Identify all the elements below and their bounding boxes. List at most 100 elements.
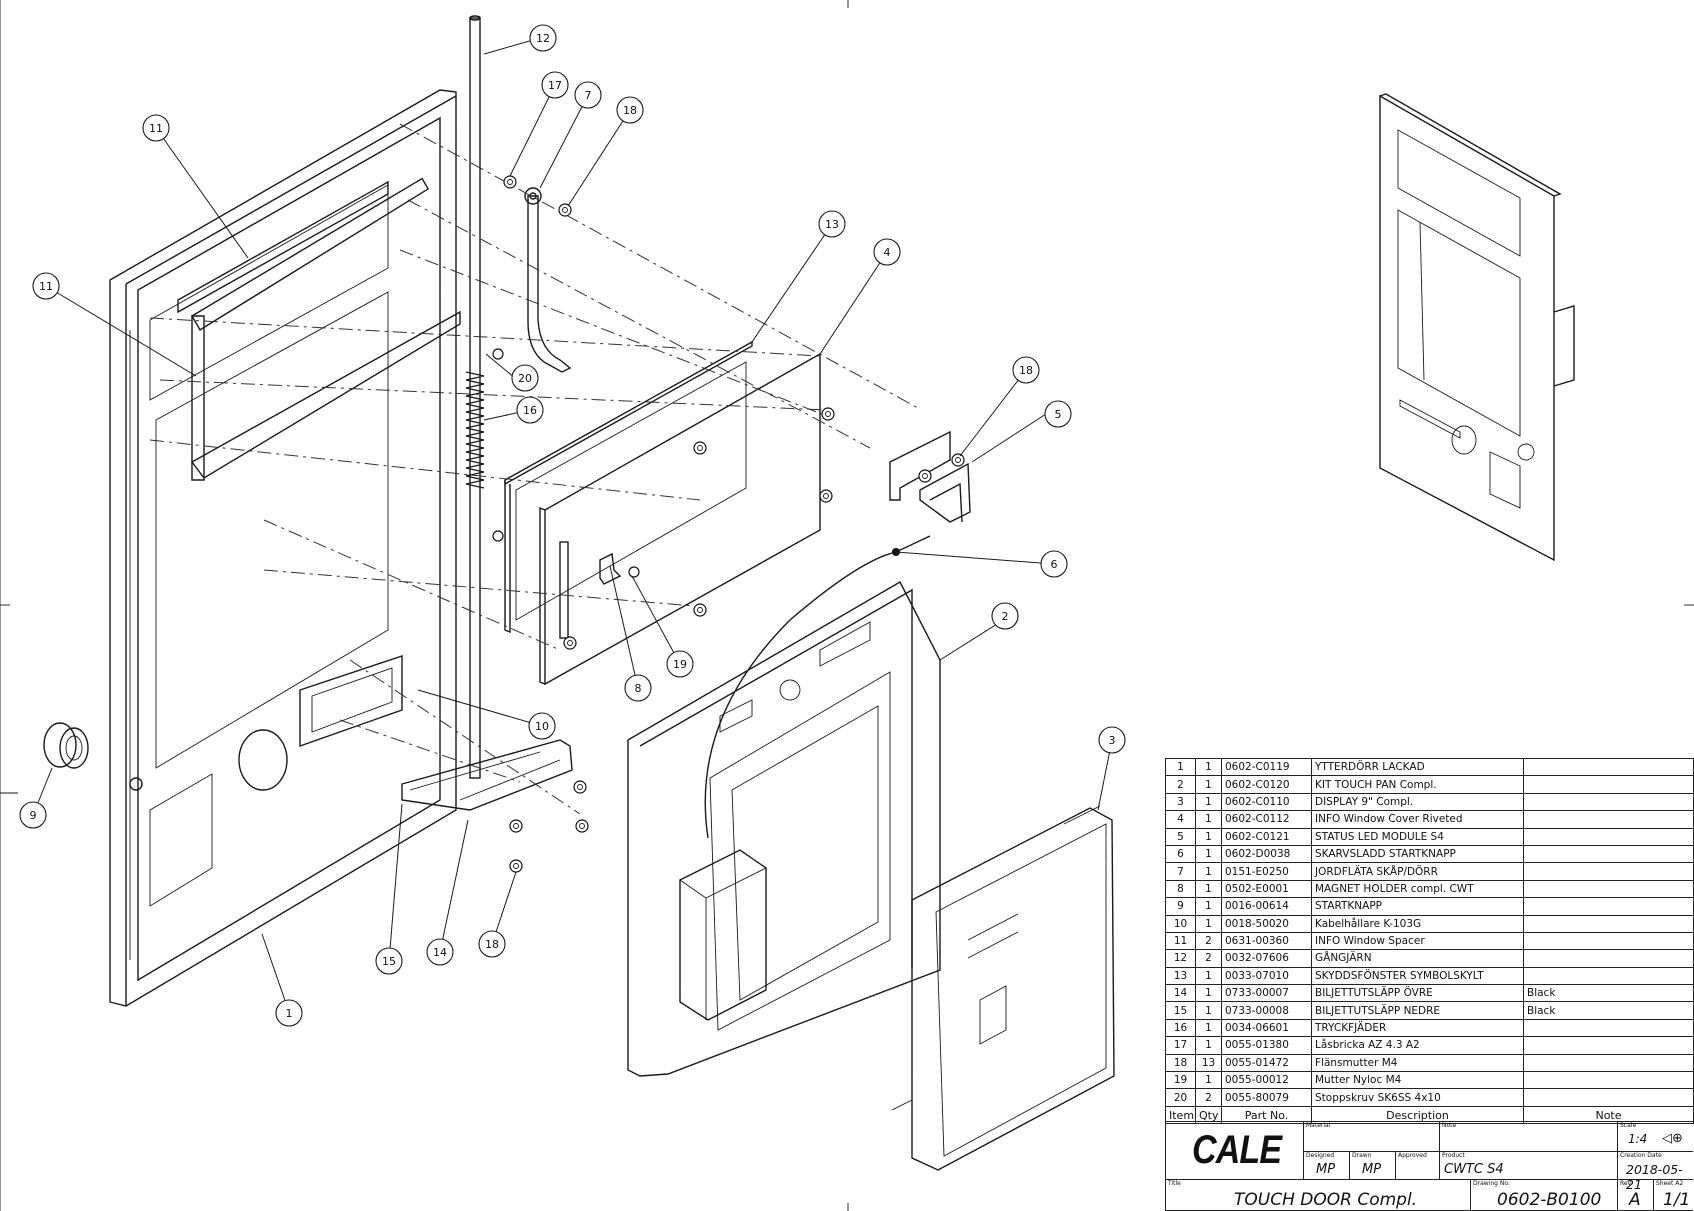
svg-text:20: 20 bbox=[518, 372, 532, 385]
title-block: CALE Material Note Scale 1:4 ◁⊕ Designed… bbox=[1165, 1121, 1693, 1211]
balloon-19: 19 bbox=[666, 650, 694, 678]
bom-qty: 1 bbox=[1195, 827, 1222, 846]
bom-part-no: 0055-80079 bbox=[1221, 1088, 1312, 1107]
bom-qty: 1 bbox=[1195, 775, 1222, 794]
bom-description: Stoppskruv SK6SS 4x10 bbox=[1311, 1088, 1524, 1107]
bom-item: 7 bbox=[1165, 862, 1196, 881]
bom-qty: 1 bbox=[1195, 914, 1222, 933]
product-value: CWTC S4 bbox=[1444, 1162, 1504, 1177]
bom-note: Black bbox=[1523, 1001, 1694, 1020]
svg-text:2: 2 bbox=[1002, 610, 1009, 623]
bom-qty: 1 bbox=[1195, 810, 1222, 829]
svg-text:4: 4 bbox=[884, 246, 891, 259]
bom-note bbox=[1523, 1071, 1694, 1090]
bom-description: SKYDDSFÖNSTER SYMBOLSKYLT bbox=[1311, 966, 1524, 986]
svg-text:8: 8 bbox=[635, 682, 642, 695]
bom-part-no: 0055-01380 bbox=[1221, 1036, 1312, 1055]
bom-item: 20 bbox=[1165, 1088, 1196, 1107]
approved-cell: Approved bbox=[1395, 1152, 1439, 1180]
bom-note bbox=[1523, 844, 1694, 864]
bom-description: GÅNGJÄRN bbox=[1311, 949, 1524, 968]
svg-text:9: 9 bbox=[30, 809, 37, 822]
bom-item: 8 bbox=[1165, 879, 1196, 899]
drawn-label: Drawn bbox=[1352, 1152, 1372, 1159]
balloon-11-left: 11 bbox=[32, 272, 60, 300]
bom-note bbox=[1523, 827, 1694, 846]
bom-note bbox=[1523, 757, 1694, 777]
bom-header-row: Item Qty Part No. Description Note bbox=[1165, 1105, 1694, 1125]
svg-text:1: 1 bbox=[286, 1007, 293, 1020]
extension-cable bbox=[704, 535, 931, 839]
bom-part-no: 0602-C0119 bbox=[1221, 757, 1312, 777]
creation-date-value: 2018-05-21 bbox=[1626, 1162, 1683, 1192]
drawn-value: MP bbox=[1362, 1162, 1382, 1177]
scale-value: 1:4 bbox=[1628, 1132, 1648, 1146]
bom-part-no: 0733-00008 bbox=[1221, 1001, 1312, 1020]
protective-window bbox=[504, 340, 753, 634]
sheet-cell: Sheet A2 1/1 bbox=[1653, 1180, 1693, 1211]
bom-item: 2 bbox=[1165, 775, 1196, 794]
balloon-18-bottom: 18 bbox=[478, 930, 506, 958]
drawn-cell: Drawn MP bbox=[1349, 1152, 1395, 1180]
bom-item: 3 bbox=[1165, 792, 1196, 812]
balloon-4: 4 bbox=[873, 238, 901, 266]
bom-qty: 1 bbox=[1195, 844, 1222, 864]
bom-description: YTTERDÖRR LACKAD bbox=[1311, 757, 1524, 777]
bom-part-no: 0631-00360 bbox=[1221, 931, 1312, 951]
product-label: Product bbox=[1442, 1152, 1465, 1159]
title-cell: Title TOUCH DOOR Compl. bbox=[1165, 1180, 1470, 1211]
bom-description: Flänsmutter M4 bbox=[1311, 1053, 1524, 1073]
bom-qty: 1 bbox=[1195, 757, 1222, 777]
drawing-title: TOUCH DOOR Compl. bbox=[1234, 1190, 1418, 1210]
bom-qty: 13 bbox=[1195, 1053, 1222, 1073]
creation-date-label: Creation Date bbox=[1620, 1152, 1662, 1159]
balloon-12: 12 bbox=[529, 24, 557, 52]
bom-part-no: 0602-C0112 bbox=[1221, 810, 1312, 829]
svg-text:18: 18 bbox=[623, 104, 637, 117]
product-cell: Product CWTC S4 bbox=[1439, 1152, 1617, 1180]
start-button bbox=[43, 722, 89, 769]
bom-qty: 1 bbox=[1195, 1071, 1222, 1090]
rev-label: Rev bbox=[1620, 1180, 1632, 1187]
bom-description: TRYCKFJÄDER bbox=[1311, 1018, 1524, 1038]
bom-description: BILJETTUTSLÄPP NEDRE bbox=[1311, 1001, 1524, 1020]
bom-note bbox=[1523, 897, 1694, 916]
svg-text:11: 11 bbox=[39, 280, 53, 293]
balloon-6: 6 bbox=[1040, 550, 1068, 578]
bom-note bbox=[1523, 775, 1694, 794]
balloon-2: 2 bbox=[991, 602, 1019, 630]
bom-note bbox=[1523, 931, 1694, 951]
bom-qty: 2 bbox=[1195, 1088, 1222, 1107]
bom-header-part: Part No. bbox=[1221, 1105, 1312, 1125]
rev-value: A bbox=[1629, 1190, 1641, 1210]
bom-description: JORDFLÄTA SKÅP/DÖRR bbox=[1311, 862, 1524, 881]
drawing-number: 0602-B0100 bbox=[1497, 1190, 1602, 1210]
bom-item: 15 bbox=[1165, 1001, 1196, 1020]
bom-note: Black bbox=[1523, 984, 1694, 1003]
svg-text:6: 6 bbox=[1051, 558, 1058, 571]
bom-item: 10 bbox=[1165, 914, 1196, 933]
bom-note bbox=[1523, 1088, 1694, 1107]
bom-note bbox=[1523, 879, 1694, 899]
bom-part-no: 0034-06601 bbox=[1221, 1018, 1312, 1038]
bom-note bbox=[1523, 914, 1694, 933]
bom-part-no: 0602-C0120 bbox=[1221, 775, 1312, 794]
bom-part-no: 0018-50020 bbox=[1221, 914, 1312, 933]
bom-qty: 1 bbox=[1195, 792, 1222, 812]
balloon-1: 1 bbox=[275, 999, 303, 1027]
bom-header-item: Item bbox=[1165, 1105, 1196, 1125]
scale-cell: Scale 1:4 ◁⊕ bbox=[1617, 1122, 1693, 1152]
creation-date-cell: Creation Date 2018-05-21 bbox=[1617, 1152, 1693, 1192]
